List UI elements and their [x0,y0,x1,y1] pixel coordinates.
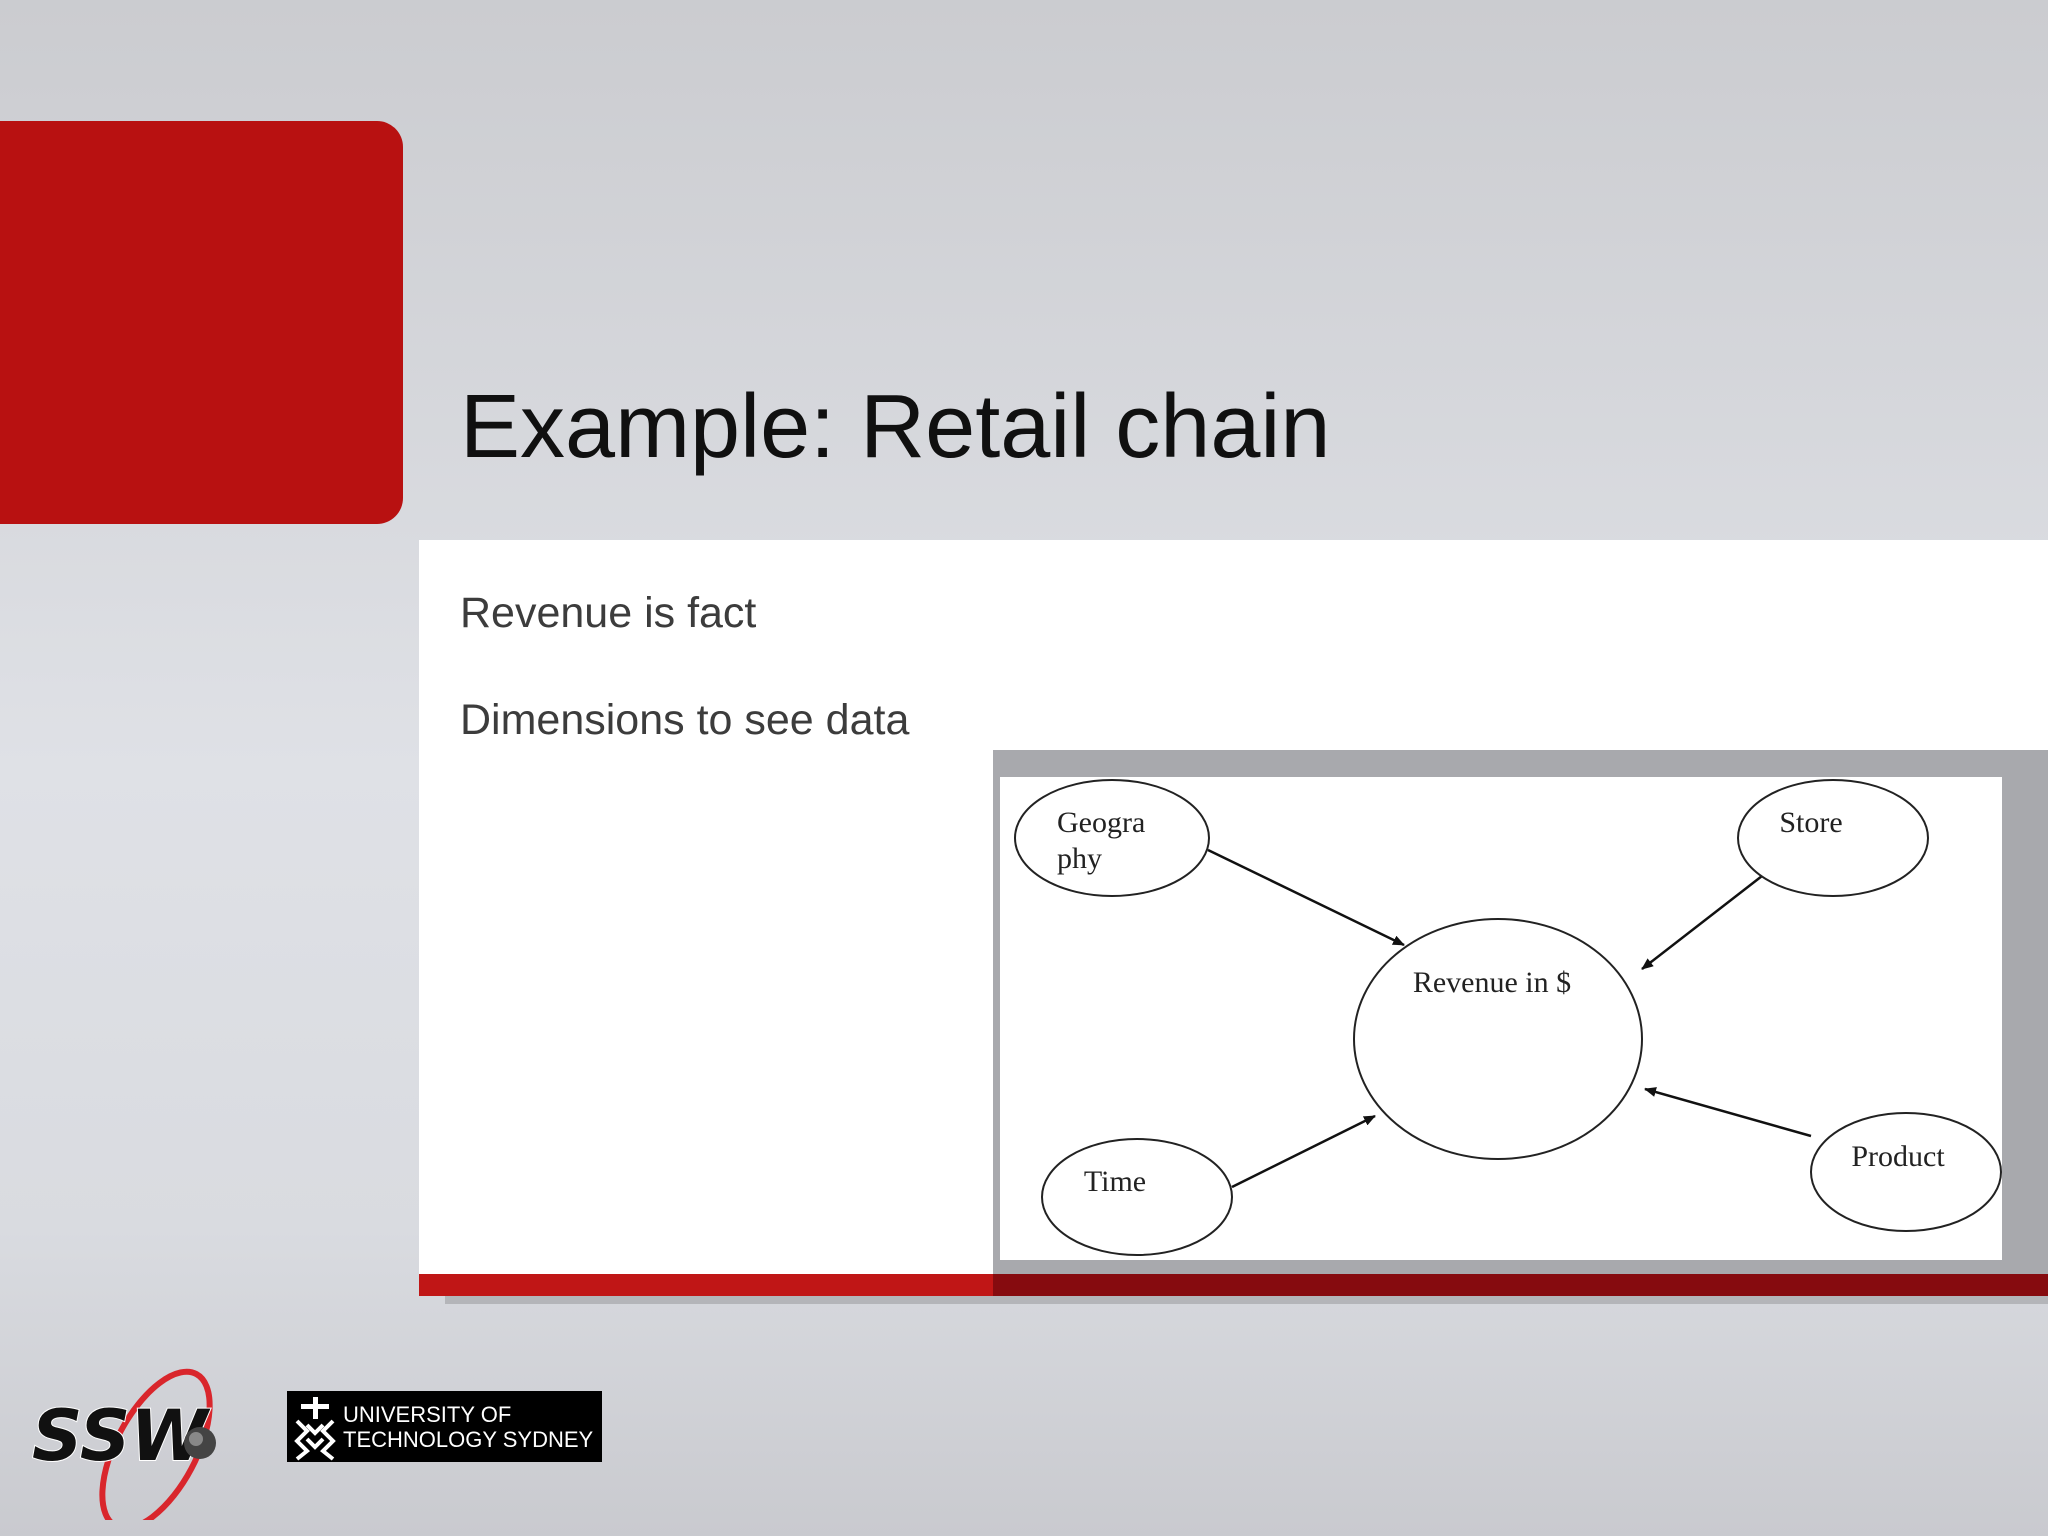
ssw-logo: SSW [28,1350,248,1532]
uts-logo-text: UNIVERSITY OF TECHNOLOGY SYDNEY [343,1402,593,1452]
revenue-node: Revenue in $ [1353,918,1643,1160]
arrow-time-to-revenue [1231,1114,1376,1189]
geography-label-line-1: Geogra [1057,806,1145,839]
bottom-bar-dark [993,1274,2048,1296]
product-node: Product [1810,1112,2002,1232]
bullet-dimensions: Dimensions to see data [460,696,910,744]
arrow-geography-to-revenue [1207,848,1405,947]
store-node: Store [1737,779,1929,897]
bullet-revenue-is-fact: Revenue is fact [460,589,757,637]
bottom-bar-shadow [445,1296,2048,1304]
uts-line-2: TECHNOLOGY SYDNEY [343,1427,594,1452]
ssw-logo-text: SSW [32,1395,211,1477]
uts-line-1: UNIVERSITY OF [343,1402,512,1427]
time-node: Time [1041,1138,1233,1256]
geography-label-line-2: phy [1057,842,1102,875]
title-accent-block [0,121,403,524]
bottom-bar-red [419,1274,993,1296]
uts-logo: UNIVERSITY OF TECHNOLOGY SYDNEY [287,1391,602,1462]
time-label: Time [1084,1165,1146,1198]
revenue-node-label: Revenue in $ [1413,966,1571,999]
arrow-store-to-revenue [1641,875,1763,970]
store-label: Store [1779,806,1842,839]
product-label: Product [1851,1140,1945,1173]
slide-title: Example: Retail chain [460,377,1331,477]
star-schema-diagram: Revenue in $ Geogra phy Store Time Produ… [1000,777,2002,1260]
geography-node: Geogra phy [1014,779,1210,897]
arrow-product-to-revenue [1644,1087,1812,1138]
